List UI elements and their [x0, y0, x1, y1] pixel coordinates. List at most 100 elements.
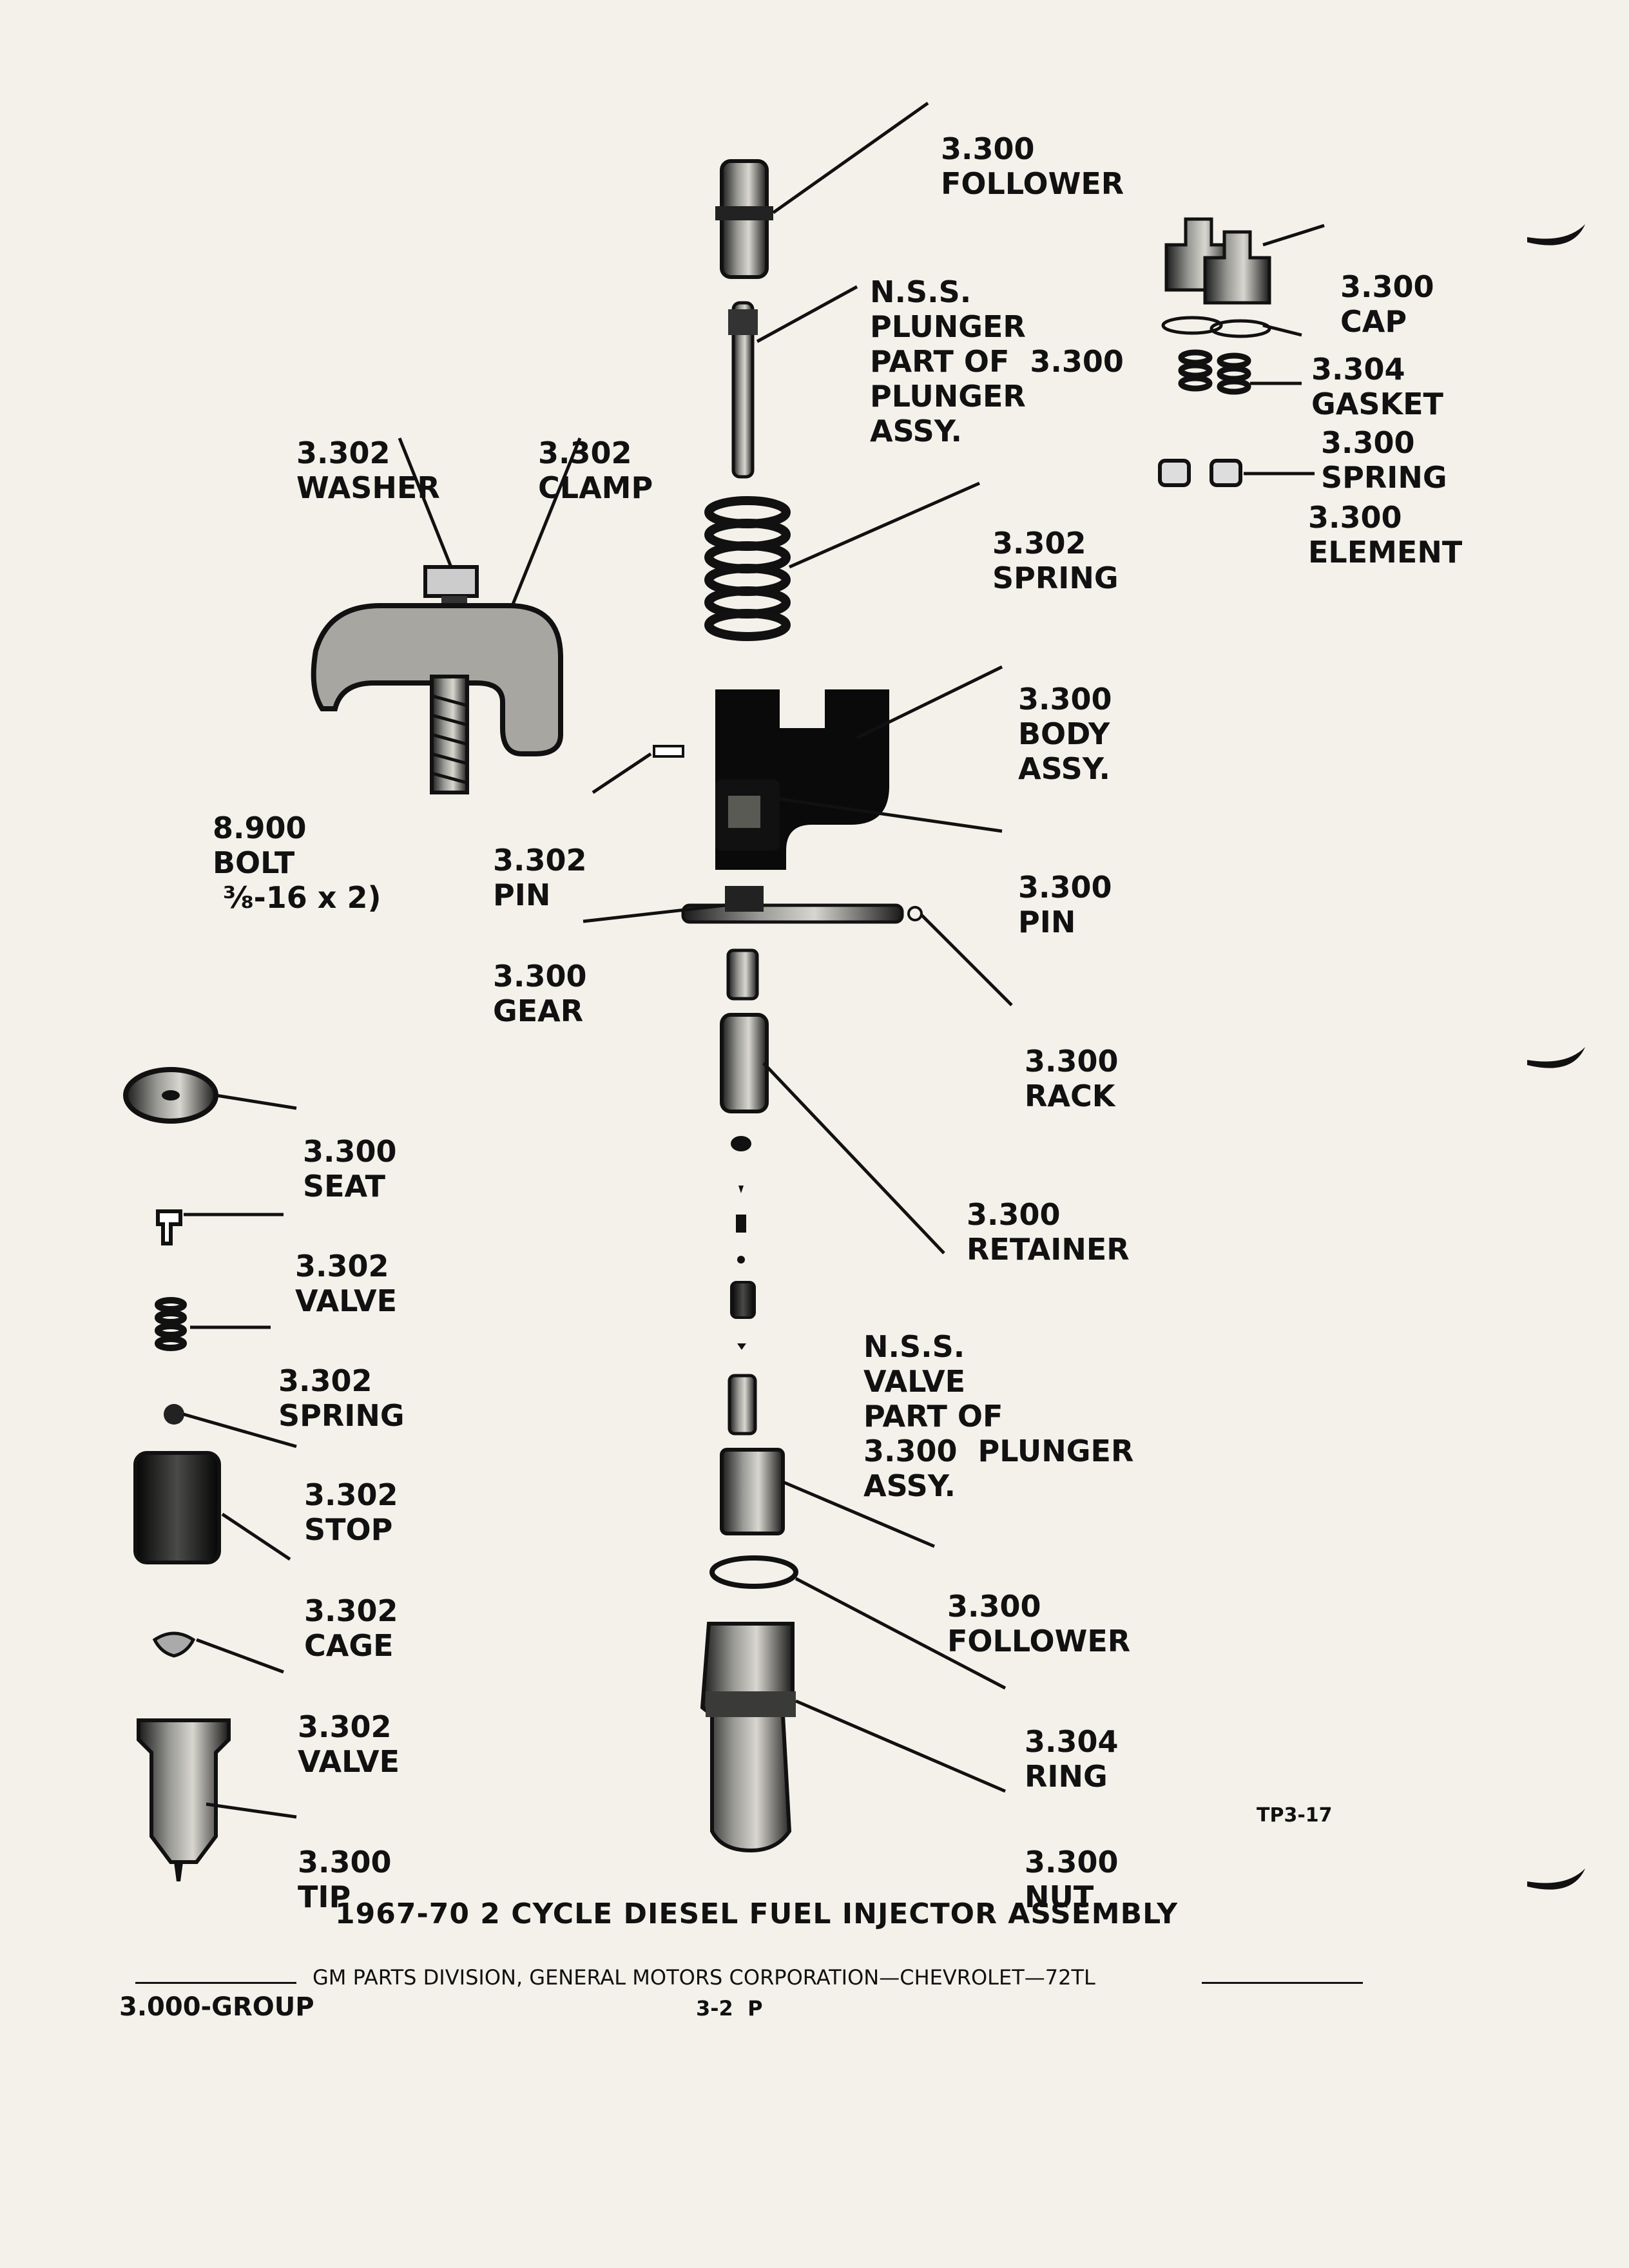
footer-group: 3.000-GROUP	[119, 1992, 314, 2022]
figure-caption: 1967-70 2 CYCLE DIESEL FUEL INJECTOR ASS…	[335, 1898, 1179, 1930]
label-line: 3.300	[1018, 870, 1112, 905]
label-line: 3.304	[1025, 1724, 1119, 1759]
label-line: 3.300	[298, 1845, 392, 1879]
label-line: ⅜-16 x 2)	[213, 880, 381, 915]
footer-publisher: GM PARTS DIVISION, GENERAL MOTORS CORPOR…	[313, 1965, 1095, 1990]
label-line: 3.302	[278, 1363, 372, 1398]
label-line: 3.300	[1018, 682, 1112, 716]
label-line: BODY	[1018, 716, 1110, 751]
nut-part	[700, 1622, 796, 1853]
label-line: 3.300	[1321, 425, 1415, 460]
label-line: 3.302	[295, 1249, 389, 1283]
label-line: 3.302	[538, 436, 632, 470]
punch-hole-marks	[1527, 224, 1585, 1890]
label-line: 3.300	[941, 131, 1035, 166]
label-line: CAGE	[304, 1628, 394, 1663]
main-spring-part	[704, 496, 791, 641]
label-line: SPRING	[992, 561, 1119, 595]
label-line: 3.300	[1025, 1044, 1119, 1079]
follower-top-part	[715, 159, 773, 279]
label-line: WASHER	[296, 470, 440, 505]
label-line: 3.300	[303, 1134, 397, 1169]
label-line: RETAINER	[967, 1232, 1130, 1267]
label-line: 3.300	[1025, 1845, 1119, 1879]
label-line: STOP	[304, 1512, 393, 1547]
footer-rule-left	[135, 1982, 296, 1984]
label-line: PART OF 3.300	[870, 344, 1124, 379]
injector-body-part	[715, 689, 889, 870]
label-line: ASSY.	[863, 1468, 956, 1503]
label-line: PLUNGER	[870, 379, 1026, 414]
left-column-parts	[123, 1067, 231, 1881]
label-line: RING	[1025, 1759, 1108, 1794]
label-line: VALVE	[298, 1744, 400, 1779]
label-line: SPRING	[1321, 460, 1447, 495]
label-line: VALVE	[863, 1364, 966, 1399]
gear-rack-part	[681, 886, 923, 924]
label-line: 3.300 PLUNGER	[863, 1434, 1134, 1468]
label-line: N.S.S.	[870, 274, 972, 309]
label-line: PART OF	[863, 1399, 1003, 1434]
label-line: GEAR	[493, 994, 584, 1028]
footer-page-number: 3-2 P	[696, 1996, 763, 2021]
label-line: 3.302	[992, 526, 1086, 561]
label-line: 3.300	[1308, 500, 1402, 535]
label-line: 3.302	[493, 843, 587, 878]
figure-code: TP3-17	[1257, 1804, 1333, 1827]
label-line: ASSY.	[870, 414, 962, 448]
leader-lines	[183, 101, 1325, 1819]
label-line: GASKET	[1311, 387, 1443, 421]
right-cluster-parts	[1158, 217, 1271, 487]
label-line: ELEMENT	[1308, 535, 1463, 570]
label-line: TIP	[298, 1879, 351, 1914]
label-line: NUT	[1025, 1879, 1094, 1914]
ring-part	[709, 1555, 798, 1589]
label-line: FOLLOWER	[941, 166, 1124, 201]
label-line: 3.302	[296, 436, 390, 470]
label-line: FOLLOWER	[947, 1624, 1131, 1658]
label-line: SEAT	[303, 1169, 385, 1204]
follower-bottom-part	[720, 1448, 785, 1535]
label-line: 3.302	[304, 1477, 398, 1512]
label-line: N.S.S.	[863, 1329, 965, 1364]
label-line: CAP	[1340, 304, 1407, 339]
label-line: 3.300	[493, 959, 587, 994]
label-line: 8.900	[213, 811, 307, 845]
label-line: BOLT	[213, 845, 295, 880]
label-line: PLUNGER	[870, 309, 1026, 344]
label-line: SPRING	[278, 1398, 405, 1433]
label-line: 3.302	[298, 1709, 392, 1744]
plunger-part	[728, 301, 758, 479]
label-line: 3.302	[304, 1593, 398, 1628]
label-line: PIN	[493, 878, 551, 912]
label-line: 3.300	[1340, 269, 1434, 304]
label-line: PIN	[1018, 905, 1076, 939]
label-line: 3.300	[947, 1589, 1041, 1624]
